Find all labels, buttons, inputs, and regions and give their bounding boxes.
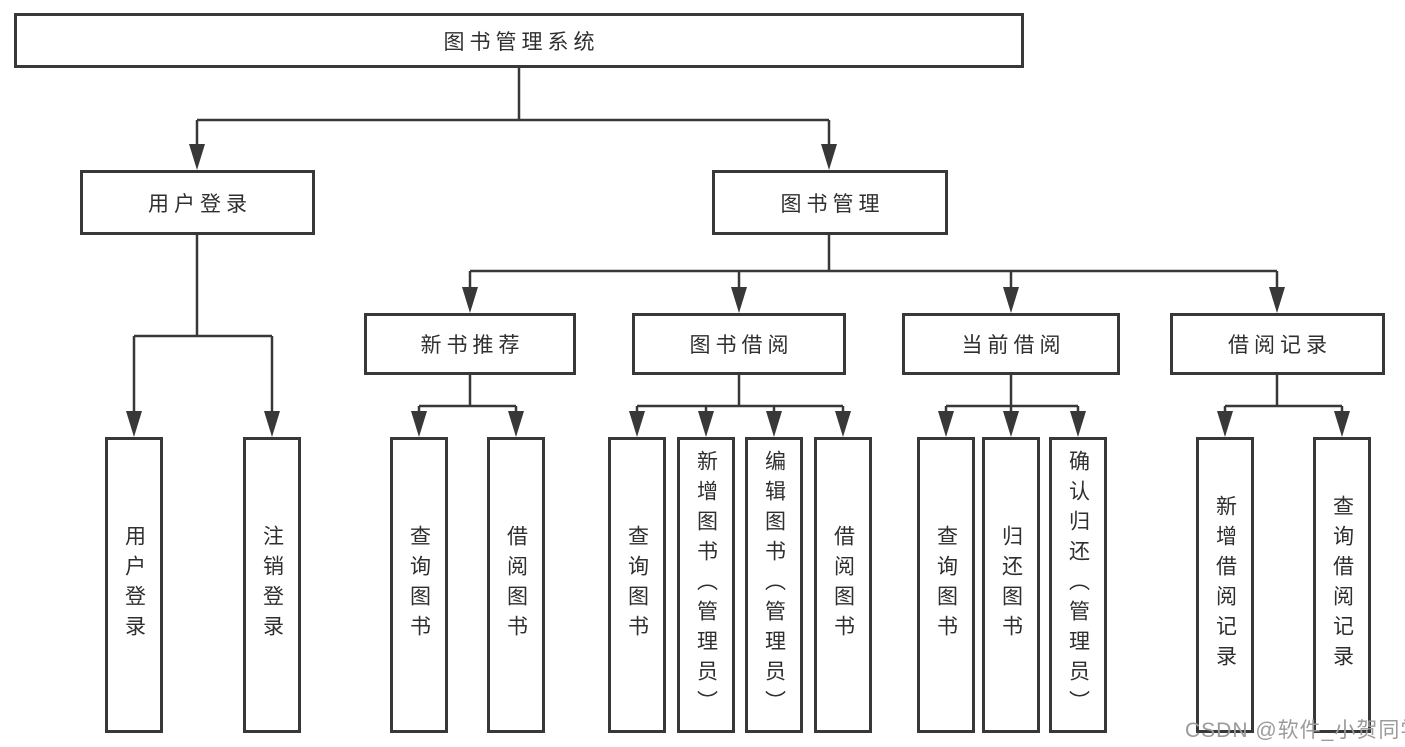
leaf-borrow-books-borrowing: 借阅图书 bbox=[814, 437, 872, 733]
leaf-query-books-recommend: 查询图书 bbox=[390, 437, 448, 733]
node-new-book-recommend: 新书推荐 bbox=[364, 313, 576, 375]
leaf-user-login: 用户登录 bbox=[105, 437, 163, 733]
leaf-edit-books-admin: 编辑图书（管理员） bbox=[745, 437, 803, 733]
node-book-borrowing: 图书借阅 bbox=[632, 313, 846, 375]
leaf-query-borrow-record: 查询借阅记录 bbox=[1313, 437, 1371, 733]
node-library-management-system: 图书管理系统 bbox=[14, 13, 1024, 68]
csdn-watermark: CSDN @软件_小贺同学 bbox=[1185, 719, 1405, 742]
leaf-add-books-admin: 新增图书（管理员） bbox=[677, 437, 735, 733]
arrow-to-current-borrowing bbox=[1003, 287, 1019, 313]
node-book-management: 图书管理 bbox=[712, 170, 948, 235]
connector-book-management-children bbox=[462, 235, 1285, 313]
leaf-add-borrow-record: 新增借阅记录 bbox=[1196, 437, 1254, 733]
node-current-borrowing: 当前借阅 bbox=[902, 313, 1120, 375]
arrow-to-leaf-user-login bbox=[126, 411, 142, 437]
connector-borrowing-records-children bbox=[1217, 375, 1350, 437]
leaf-return-books: 归还图书 bbox=[982, 437, 1040, 733]
leaf-confirm-return-admin: 确认归还（管理员） bbox=[1049, 437, 1107, 733]
connector-book-borrowing-children bbox=[629, 375, 851, 437]
connector-root-to-level2 bbox=[189, 68, 837, 170]
arrow-to-leaf-logout bbox=[264, 411, 280, 437]
leaf-query-books-current: 查询图书 bbox=[917, 437, 975, 733]
node-borrowing-records: 借阅记录 bbox=[1170, 313, 1385, 375]
arrow-to-new-book-recommend bbox=[462, 287, 478, 313]
leaf-query-books-borrowing: 查询图书 bbox=[608, 437, 666, 733]
arrow-to-borrowing-records bbox=[1269, 287, 1285, 313]
arrow-to-book-management bbox=[821, 144, 837, 170]
connector-user-login-children bbox=[126, 235, 280, 437]
connector-current-borrowing-children bbox=[938, 375, 1086, 437]
node-user-login-group: 用户登录 bbox=[80, 170, 315, 235]
arrow-to-user-login bbox=[189, 144, 205, 170]
leaf-logout: 注销登录 bbox=[243, 437, 301, 733]
leaf-borrow-books-recommend: 借阅图书 bbox=[487, 437, 545, 733]
connector-new-book-recommend-children bbox=[411, 375, 524, 437]
arrow-to-book-borrowing bbox=[731, 287, 747, 313]
